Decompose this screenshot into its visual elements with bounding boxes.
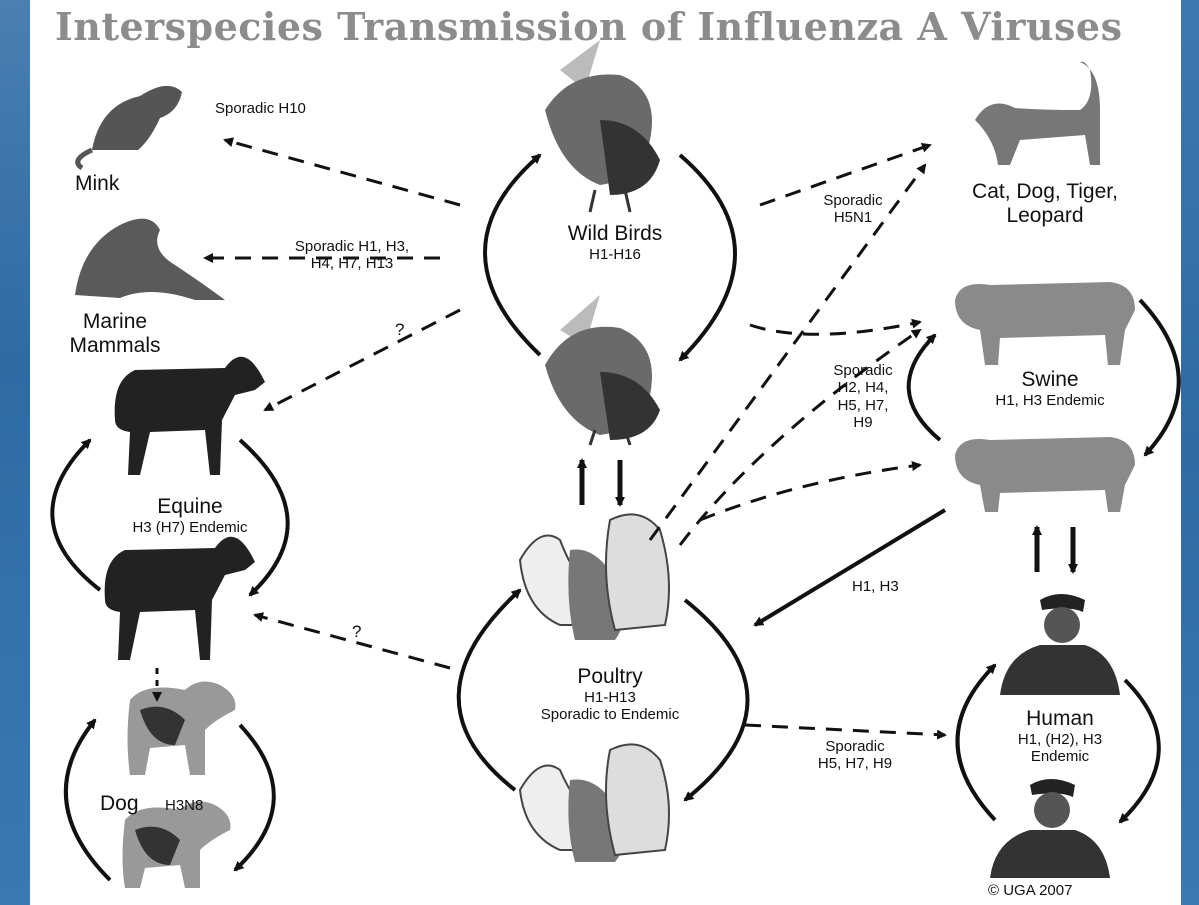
human-name: Human <box>990 707 1130 731</box>
pig-icon <box>955 437 1135 512</box>
route-label-human: Sporadic H5, H7, H9 <box>795 738 915 773</box>
cat-label-line2: Leopard <box>935 204 1155 228</box>
horse-icon <box>115 357 265 475</box>
swine-subtypes: H1, H3 Endemic <box>955 392 1145 409</box>
poultry-label: Poultry H1-H13 Sporadic to Endemic <box>500 665 720 724</box>
swine-label: Swine H1, H3 Endemic <box>955 368 1145 409</box>
route-label-cat-line1: Sporadic <box>808 192 898 209</box>
cat-label-line1: Cat, Dog, Tiger, <box>935 180 1155 204</box>
person-icon <box>1000 594 1120 695</box>
equine-name: Equine <box>105 495 275 519</box>
bird-icon <box>545 40 660 212</box>
human-label: Human H1, (H2), H3 Endemic <box>990 707 1130 766</box>
swine-name: Swine <box>955 368 1145 392</box>
route-label-human-line1: Sporadic <box>795 738 915 755</box>
bird-icon <box>545 295 660 445</box>
equine-label: Equine H3 (H7) Endemic <box>105 495 275 536</box>
poultry-icon <box>520 744 669 862</box>
wildbirds-to-swine-arrow <box>750 322 920 334</box>
poultry-name: Poultry <box>500 665 720 689</box>
marine-label-line1: Marine <box>50 310 180 334</box>
dog-cycle-arrow-right <box>235 725 274 870</box>
horse-icon <box>105 537 255 660</box>
route-label-marine: Sporadic H1, H3, H4, H7, H13 <box>262 238 442 273</box>
route-label-swine: Sporadic H2, H4, H5, H7, H9 <box>818 362 908 431</box>
route-label-marine-line1: Sporadic H1, H3, <box>262 238 442 255</box>
route-label-swine-line4: H9 <box>818 414 908 431</box>
route-label-swine-line1: Sporadic <box>818 362 908 379</box>
route-label-cat-line2: H5N1 <box>808 209 898 226</box>
route-label-swine-line2: H2, H4, <box>818 379 908 396</box>
route-label-swine-poultry: H1, H3 <box>852 578 899 595</box>
marine-mammals-label: Marine Mammals <box>50 310 180 358</box>
pig-icon <box>955 282 1135 365</box>
mink-label: Mink <box>75 172 119 196</box>
dog-icon <box>128 681 236 775</box>
wild-birds-label: Wild Birds H1-H16 <box>540 222 690 263</box>
wildbirds-to-equine-arrow <box>265 310 460 410</box>
mink-icon <box>78 86 182 168</box>
route-label-human-line2: H5, H7, H9 <box>795 755 915 772</box>
route-label-mink: Sporadic H10 <box>215 100 306 117</box>
cat-dog-label: Cat, Dog, Tiger, Leopard <box>935 180 1155 228</box>
marine-label-line2: Mammals <box>50 334 180 358</box>
route-label-cat: Sporadic H5N1 <box>808 192 898 227</box>
wildbirds-to-mink-arrow <box>225 140 460 205</box>
poultry-subtypes: H1-H13 <box>500 689 720 706</box>
equine-subtypes: H3 (H7) Endemic <box>105 519 275 536</box>
wild-birds-cycle-arrow-left <box>485 155 540 355</box>
equine-cycle-arrow-left <box>52 440 100 590</box>
dog-icon <box>123 801 231 888</box>
route-label-marine-line2: H4, H7, H13 <box>262 255 442 272</box>
human-subtypes: H1, (H2), H3 <box>990 731 1130 748</box>
poultry-to-swine-arrow-2 <box>700 465 920 520</box>
swine-cycle-arrow-left <box>909 335 940 440</box>
human-status: Endemic <box>990 748 1130 765</box>
route-label-swine-line3: H5, H7, <box>818 397 908 414</box>
copyright-credit: © UGA 2007 <box>988 882 1072 899</box>
wild-birds-name: Wild Birds <box>540 222 690 246</box>
wild-birds-subtypes: H1-H16 <box>540 246 690 263</box>
dog-name: Dog <box>100 792 139 816</box>
poultry-status: Sporadic to Endemic <box>500 706 720 723</box>
swine-to-poultry-arrow <box>755 510 945 625</box>
person-icon <box>990 779 1110 878</box>
route-label-poultry-equine-question: ? <box>352 622 361 642</box>
cat-icon <box>975 62 1100 165</box>
swine-cycle-arrow-right <box>1140 300 1179 455</box>
dog-subtypes: H3N8 <box>165 797 203 814</box>
seal-icon <box>75 219 225 300</box>
route-label-equine-question: ? <box>395 320 404 340</box>
poultry-icon <box>520 514 669 640</box>
poultry-to-human-arrow <box>745 725 945 735</box>
